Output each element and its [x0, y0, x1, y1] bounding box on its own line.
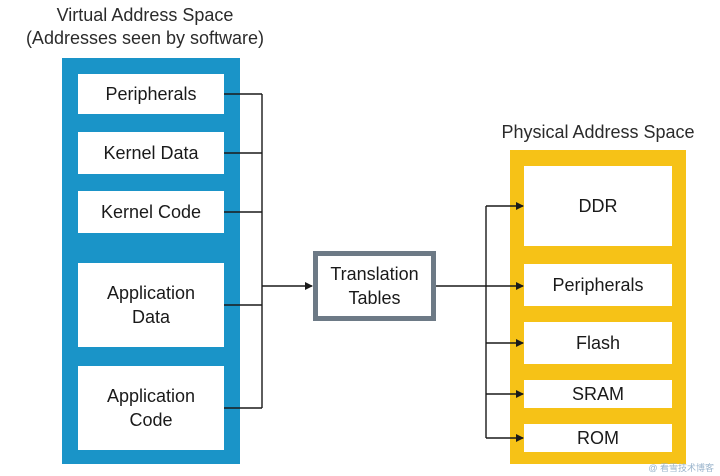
physical-block-rom: ROM — [524, 424, 672, 452]
physical-address-space-title: Physical Address Space — [501, 122, 695, 142]
physical-block-ddr: DDR — [524, 166, 672, 246]
virtual-block-label-line1: Application — [106, 283, 196, 303]
physical-block-label: ROM — [577, 428, 619, 448]
virtual-block-label: Kernel Data — [103, 143, 199, 163]
virtual-block-label-line2: Code — [129, 410, 173, 430]
virtual-block-application-code: Application Code — [78, 366, 224, 450]
virtual-address-space-title: Virtual Address Space — [56, 5, 234, 25]
physical-block-label: Peripherals — [552, 275, 644, 295]
translation-tables-label-line2: Tables — [348, 288, 401, 308]
virtual-block-label-line1: Application — [106, 386, 196, 406]
physical-block-label: DDR — [578, 196, 618, 216]
physical-block-flash: Flash — [524, 322, 672, 364]
physical-block-label: Flash — [575, 333, 620, 353]
virtual-block-peripherals: Peripherals — [78, 74, 224, 114]
virtual-block-kernel-data: Kernel Data — [78, 132, 224, 174]
virtual-address-space-subtitle: (Addresses seen by software) — [25, 28, 265, 48]
physical-block-label: SRAM — [571, 384, 624, 404]
virtual-block-application-data: Application Data — [78, 263, 224, 347]
virtual-block-label-line2: Data — [131, 307, 171, 327]
physical-block-peripherals: Peripherals — [524, 264, 672, 306]
virtual-block-label: Kernel Code — [100, 202, 202, 222]
watermark: @ 看雪技术博客 — [648, 463, 714, 473]
translation-tables-label-line1: Translation — [330, 264, 419, 284]
virtual-block-kernel-code: Kernel Code — [78, 191, 224, 233]
virtual-block-label: Peripherals — [105, 84, 197, 104]
physical-block-sram: SRAM — [524, 380, 672, 408]
translation-tables-box: Translation Tables — [313, 251, 436, 321]
